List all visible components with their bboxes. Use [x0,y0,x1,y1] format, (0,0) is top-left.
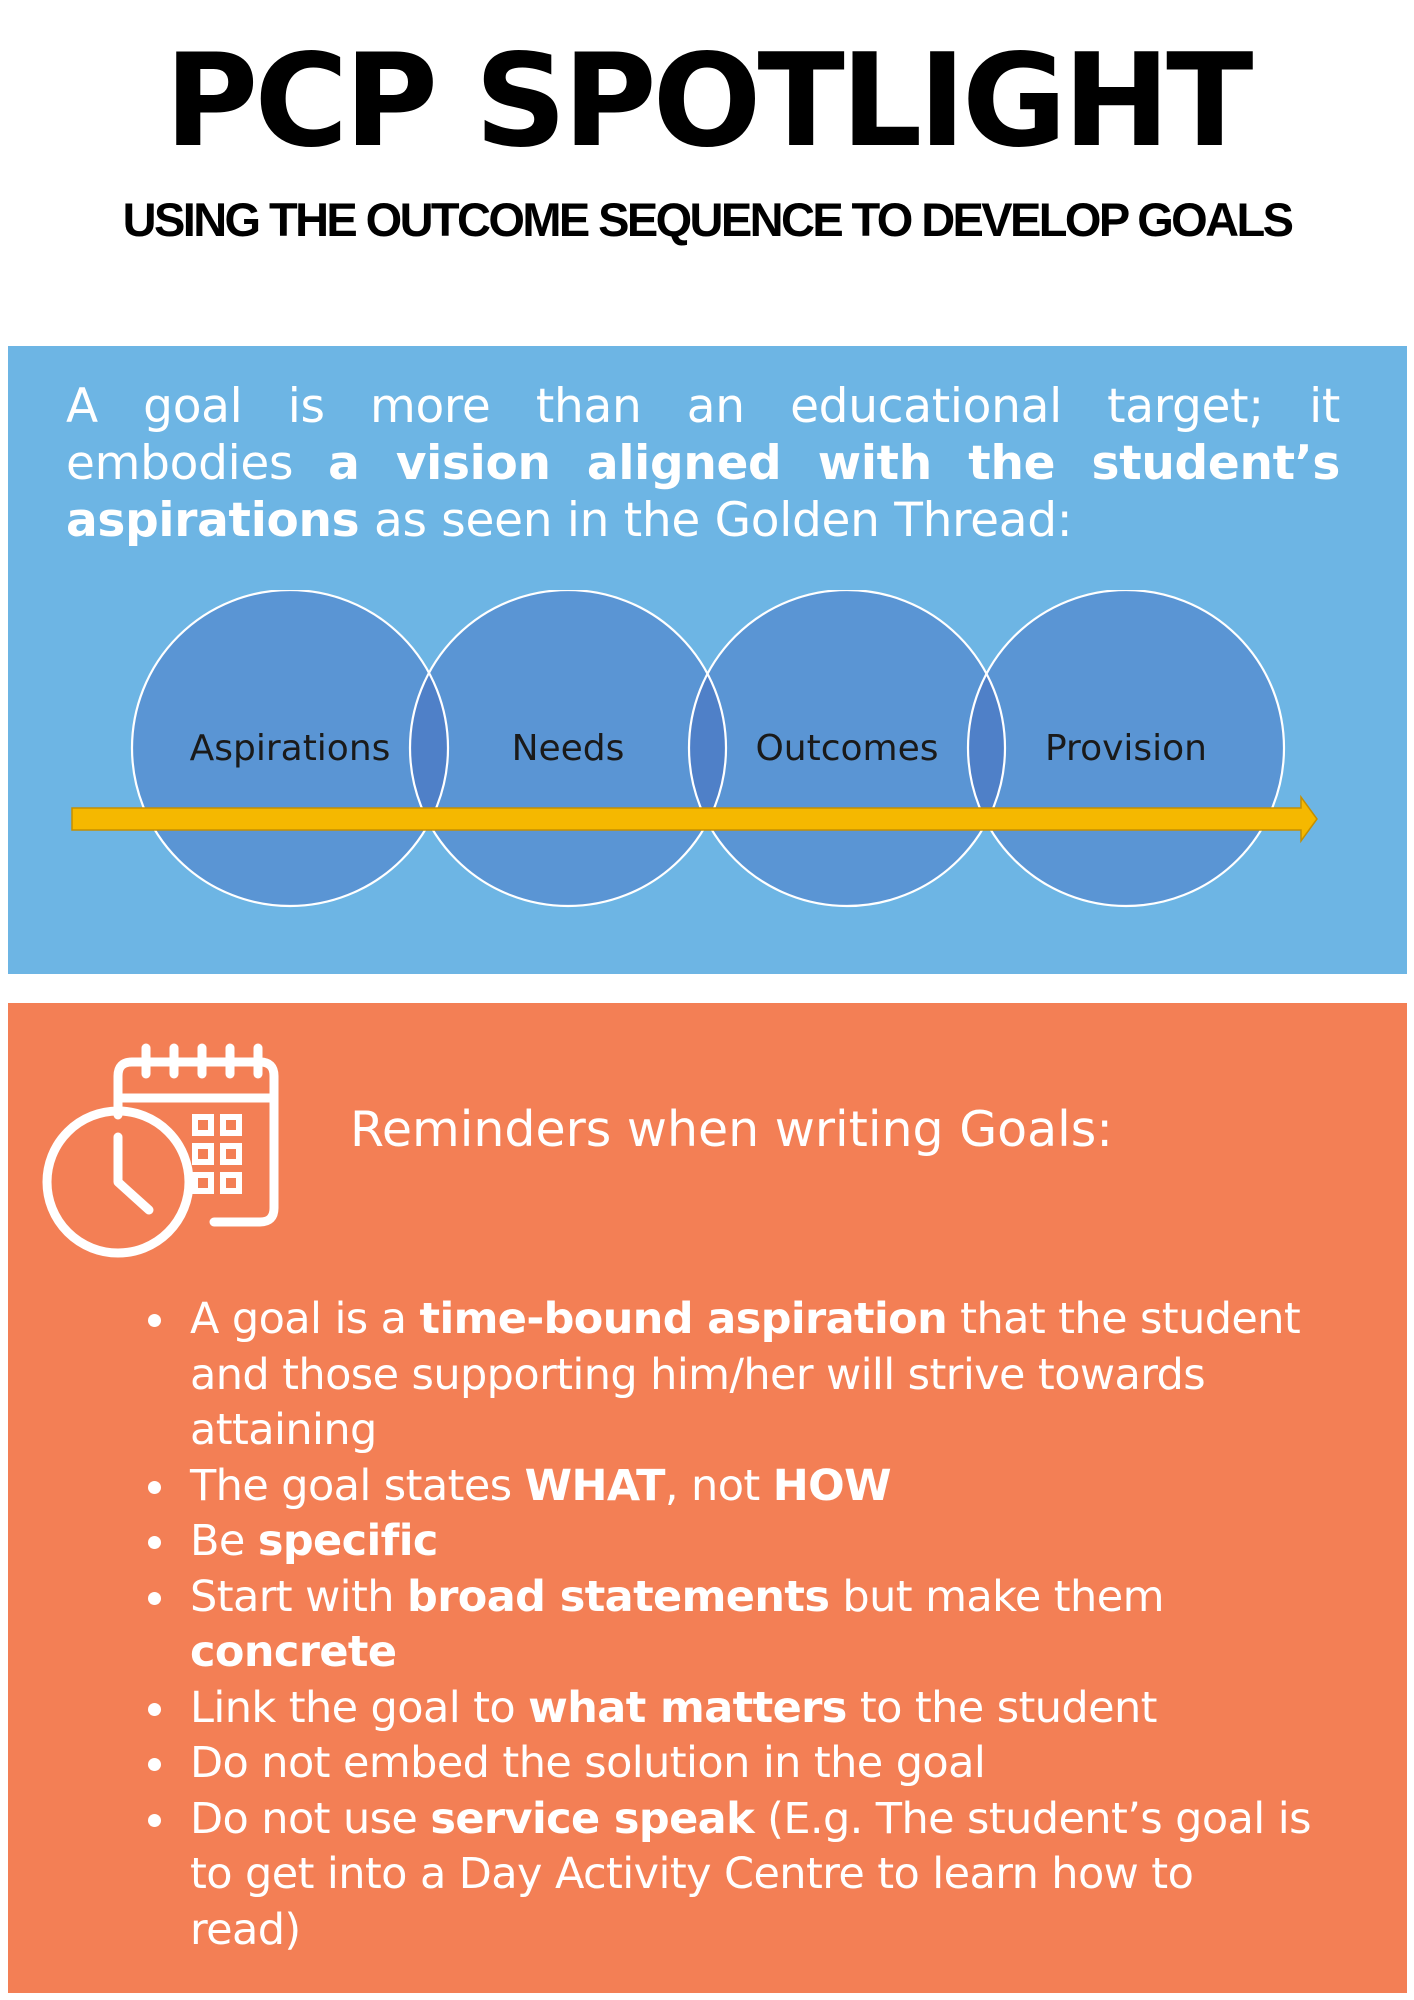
intro-emphasis: a vision aligned with the student’s [328,436,1340,491]
reminders-list: A goal is a time-bound aspiration that t… [148,1292,1340,1959]
reminders-panel [8,1003,1407,1993]
label-needs: Needs [512,728,625,769]
list-item: Do not use service speak (E.g. The stude… [148,1792,1340,1959]
list-item: Be specific [148,1514,1340,1570]
intro-line-2: embodies a vision aligned with the stude… [66,436,1340,491]
list-item: Do not embed the solution in the goal [148,1736,1340,1792]
page-title: PCP SPOTLIGHT [164,27,1254,176]
list-item: Link the goal to what matters to the stu… [148,1681,1340,1737]
intro-line-3: aspirations as seen in the Golden Thread… [66,493,1073,548]
page-subtitle: USING THE OUTCOME SEQUENCE TO DEVELOP GO… [122,193,1294,246]
label-aspirations: Aspirations [190,728,391,769]
intro-line-1: A goal is more than an educational targe… [66,379,1340,434]
golden-thread-diagram: Aspirations Needs Outcomes Provision [71,590,1318,908]
label-provision: Provision [1045,728,1207,769]
intro-emphasis-aspirations: aspirations [66,493,360,548]
intro-paragraph: A goal is more than an educational targe… [66,378,1340,549]
list-item: A goal is a time-bound aspiration that t… [148,1292,1340,1459]
list-item: Start with broad statements but make the… [148,1570,1340,1681]
label-outcomes: Outcomes [755,728,938,769]
reminders-heading: Reminders when writing Goals: [350,1101,1113,1158]
calendar-clock-icon [42,1043,279,1258]
golden-thread-arrow [71,794,1318,844]
list-item: The goal states WHAT, not HOW [148,1459,1340,1515]
